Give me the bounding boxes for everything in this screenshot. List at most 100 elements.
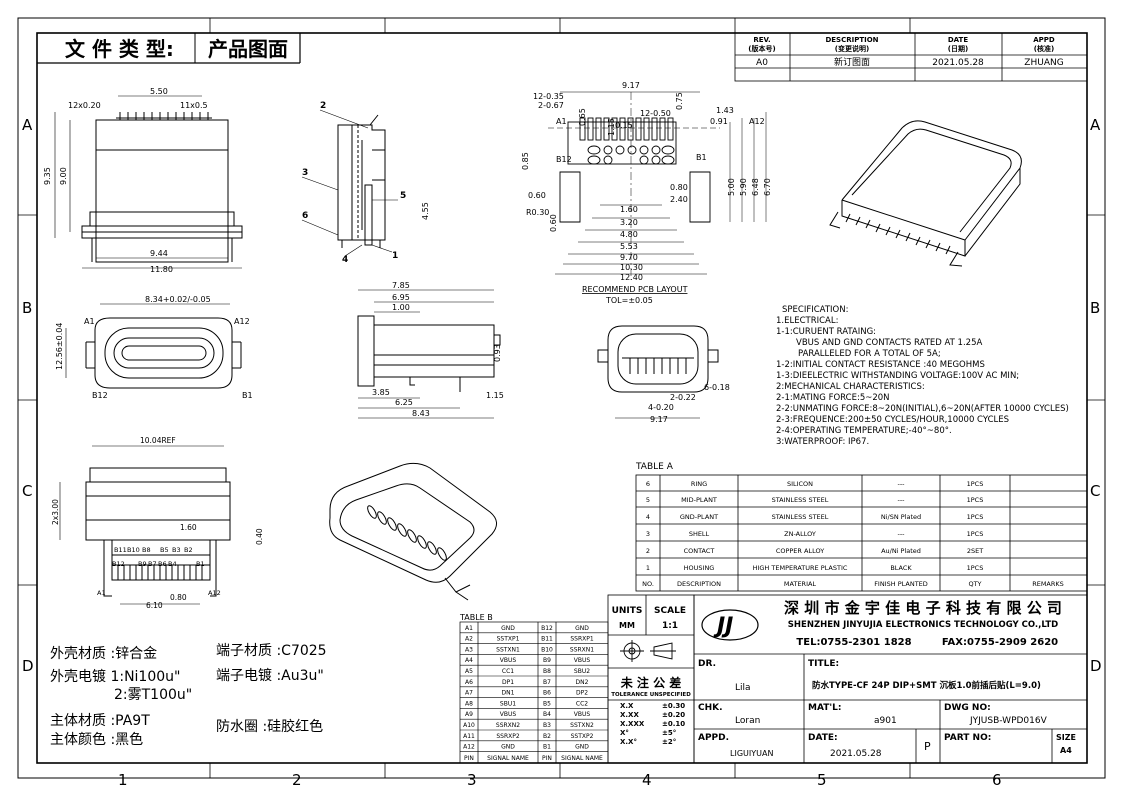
dim-label: 6.10 bbox=[146, 601, 163, 610]
table-b-cell: SBU1 bbox=[500, 700, 516, 707]
dim-label: 0.75 bbox=[675, 92, 684, 110]
file-type-header: 文 件 类 型: 产品图面 bbox=[37, 33, 301, 64]
appd-header-cn: (核准) bbox=[1034, 44, 1054, 53]
table-a-header: DESCRIPTION bbox=[677, 580, 721, 588]
pin-label: A12 bbox=[234, 317, 250, 326]
table-b-header: PIN bbox=[464, 755, 474, 762]
table-b-cell: B2 bbox=[543, 733, 551, 740]
row-label: A bbox=[1090, 116, 1101, 134]
revision-text: REV. (版本号) DESCRIPTION (变更说明) DATE (日期) … bbox=[748, 36, 1063, 68]
table-a-cell: STAINLESS STEEL bbox=[772, 513, 829, 521]
waterproof-ring: 防水圈 :硅胶红色 bbox=[216, 718, 323, 735]
end-view-labels: 6-0.18 2-0.22 4-0.20 9.17 bbox=[648, 383, 730, 424]
rev-header: REV. bbox=[753, 36, 770, 44]
dim-label: 3.85 bbox=[372, 388, 390, 397]
company-tel: TEL:0755-2301 1828 bbox=[796, 637, 911, 648]
size-value: A4 bbox=[1060, 746, 1072, 755]
revision-table bbox=[734, 32, 1088, 82]
end-pins bbox=[622, 357, 694, 374]
dim-label: 0.65 bbox=[578, 108, 587, 126]
table-b-cell: VBUS bbox=[574, 711, 591, 718]
table-a-cell: ZN-ALLOY bbox=[784, 530, 816, 538]
outer-frame bbox=[17, 17, 1106, 779]
side-view-callouts: 2 3 4 5 6 1 4.55 bbox=[302, 101, 430, 265]
callout-2: 2 bbox=[320, 101, 326, 111]
spec-line: 2-3:FREQUENCE:200±50 CYCLES/HOUR,10000 C… bbox=[776, 415, 1009, 425]
units-text: UNITS MM SCALE 1:1 未 注 公 差 TOLERANCE UNS… bbox=[611, 606, 691, 698]
table-b-cell: VBUS bbox=[500, 657, 517, 664]
row-label: D bbox=[22, 657, 34, 675]
dim-label: 1.00 bbox=[392, 303, 410, 312]
pin-label: B3 bbox=[172, 546, 181, 554]
table-a-cell: Ni/SN Plated bbox=[881, 513, 921, 521]
dim-label: 12.56±0.04 bbox=[55, 323, 64, 370]
title-label: TITLE: bbox=[808, 659, 839, 669]
table-a-cell: HIGH TEMPERATURE PLASTIC bbox=[753, 564, 848, 572]
company-fax: FAX:0755-2909 2620 bbox=[942, 637, 1058, 648]
dim-label: 4.80 bbox=[620, 230, 638, 239]
dim-label: 1.15 bbox=[486, 391, 504, 400]
dim-label: 0.60 bbox=[528, 191, 546, 200]
row-label: B bbox=[22, 299, 32, 317]
table-a-cell: CONTACT bbox=[684, 547, 715, 555]
appd-value: LIGUIYUAN bbox=[730, 749, 773, 758]
table-b-title: TABLE B bbox=[459, 613, 493, 622]
dim-label: 0.80 bbox=[670, 183, 688, 192]
pin-label: B12 bbox=[92, 391, 108, 400]
table-b-cell: A11 bbox=[463, 733, 475, 740]
table-a-cell: --- bbox=[897, 480, 905, 488]
dim-label: 8.34+0.02/-0.05 bbox=[145, 295, 211, 304]
table-b-cell: CC2 bbox=[576, 700, 588, 707]
top-pins bbox=[116, 112, 212, 120]
pcb-tolerance: TOL=±0.05 bbox=[605, 296, 653, 305]
dim-label: 9.17 bbox=[622, 81, 640, 90]
callout-3: 3 bbox=[302, 168, 308, 178]
tolerance-key: X.X° bbox=[620, 738, 637, 746]
table-b-cell: GND bbox=[575, 625, 589, 632]
table-a-cell: COPPER ALLOY bbox=[776, 547, 824, 555]
table-a-header: QTY bbox=[968, 580, 981, 588]
table-a-cell: RING bbox=[691, 480, 707, 488]
table-a-cell: SHELL bbox=[689, 530, 710, 538]
p-mark: P bbox=[924, 740, 931, 753]
table-a-cell: 1PCS bbox=[967, 480, 984, 488]
spec-line: 1-1:CURUENT RATAING: bbox=[776, 327, 876, 337]
dim-label: 9.35 bbox=[43, 167, 52, 185]
table-b-cell: SSTXN1 bbox=[496, 646, 520, 653]
table-a-cell: Au/Ni Plated bbox=[881, 547, 921, 555]
table-b-cell: CC1 bbox=[502, 668, 514, 675]
dim-label: 2.40 bbox=[670, 195, 688, 204]
table-a-cell: SILICON bbox=[787, 480, 813, 488]
table-b-cell: GND bbox=[575, 744, 589, 751]
dim-label: 6-0.18 bbox=[704, 383, 730, 392]
file-type-label: 文 件 类 型: bbox=[65, 37, 174, 61]
pin-label: B6 bbox=[158, 560, 167, 568]
spec-line: 1.ELECTRICAL: bbox=[776, 316, 838, 326]
appd-header: APPD bbox=[1033, 36, 1055, 44]
tolerance-value: ±0.20 bbox=[662, 711, 685, 719]
profile-labels: 7.85 6.95 1.00 0.93 3.85 6.25 8.43 1.15 bbox=[372, 281, 504, 418]
table-b-cell: A2 bbox=[465, 636, 473, 643]
bottom-pins bbox=[117, 565, 203, 580]
size-label: SIZE bbox=[1056, 733, 1076, 742]
table-b-cell: B4 bbox=[543, 711, 551, 718]
pin-label: B7 bbox=[148, 560, 157, 568]
pin-label: B8 bbox=[142, 546, 151, 554]
row-label: C bbox=[22, 482, 32, 500]
tolerance-subtitle: TOLERANCE UNSPECIFIED bbox=[611, 692, 691, 698]
table-b-cell: SSRXP1 bbox=[570, 636, 594, 643]
pcb-title: RECOMMEND PCB LAYOUT bbox=[582, 285, 688, 294]
inner-frame bbox=[36, 32, 1088, 764]
col-label: 1 bbox=[118, 771, 128, 789]
chk-label: CHK. bbox=[698, 703, 723, 713]
appd-label: APPD. bbox=[698, 733, 729, 743]
scale-label: SCALE bbox=[654, 606, 686, 616]
appd-value: ZHUANG bbox=[1024, 58, 1063, 68]
dim-label: 9.00 bbox=[59, 167, 68, 185]
grid-labels: 1 2 3 4 5 6 A B C D A B C D bbox=[22, 116, 1102, 789]
pcb-pads-top bbox=[579, 117, 674, 141]
dim-label: 5.53 bbox=[620, 242, 638, 251]
pin-label: B2 bbox=[184, 546, 193, 554]
pin-label: A12 bbox=[208, 589, 221, 597]
